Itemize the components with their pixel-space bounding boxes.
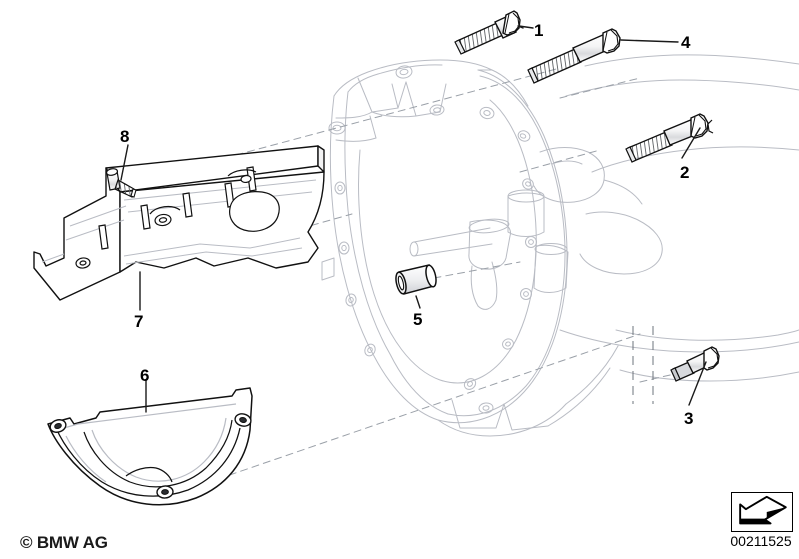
diagram-part-number: 00211525: [730, 533, 792, 549]
callout-leader-lines: [120, 25, 707, 413]
view-direction-icon: [731, 492, 793, 532]
callout-label-8: 8: [120, 127, 130, 146]
leader-1: [518, 25, 534, 29]
callout-label-4: 4: [681, 33, 691, 52]
dash-center-upper: [519, 149, 601, 173]
part-7-reinforcement-bracket: [33, 145, 325, 301]
bracket-hole-3: [240, 174, 252, 184]
part-3-hex-flange-bolt: [670, 346, 720, 382]
vertical-reference-lines: [632, 326, 654, 404]
leader-3: [688, 361, 707, 406]
bolt2-hex-tip: [707, 119, 714, 134]
slot-5: [98, 224, 109, 250]
leader-5: [415, 295, 421, 309]
callout-label-2: 2: [680, 163, 690, 182]
bolt4-thread: [529, 48, 582, 83]
dash-bolt4-axis: [559, 77, 641, 99]
arrow-shadow: [740, 507, 786, 524]
copyright-notice: © BMW AG: [20, 533, 108, 552]
bracket-raised-pad: [229, 191, 280, 232]
part-5-dowel-pin: [395, 264, 437, 295]
leader-4: [620, 39, 679, 43]
leader-2: [681, 127, 701, 159]
part-4-hex-flange-bolt: [527, 28, 621, 84]
callout-label-5: 5: [413, 310, 423, 329]
transmission-housing-ghost: [321, 54, 799, 437]
callout-label-1: 1: [534, 21, 544, 40]
dash-bracket-upper: [235, 67, 561, 156]
cover-plate-bosses: [49, 413, 252, 499]
part-2-hex-flange-bolt: [625, 113, 714, 163]
leader-8: [120, 144, 129, 181]
part-6-cover-plate: [47, 387, 253, 506]
slot-3: [182, 192, 193, 218]
slot-4: [140, 204, 151, 230]
cover-plate-body: [47, 387, 253, 506]
part-1-hex-flange-bolt: [454, 10, 521, 55]
callout-label-6: 6: [140, 366, 150, 385]
dash-cover-to-housing: [217, 333, 641, 480]
bolt1-head: [502, 10, 521, 36]
callout-label-3: 3: [684, 409, 694, 428]
callout-label-7: 7: [134, 312, 144, 331]
part-8-flange-screw: [105, 168, 137, 198]
screw-thread: [114, 179, 135, 198]
dash-pin-axis: [433, 261, 521, 279]
